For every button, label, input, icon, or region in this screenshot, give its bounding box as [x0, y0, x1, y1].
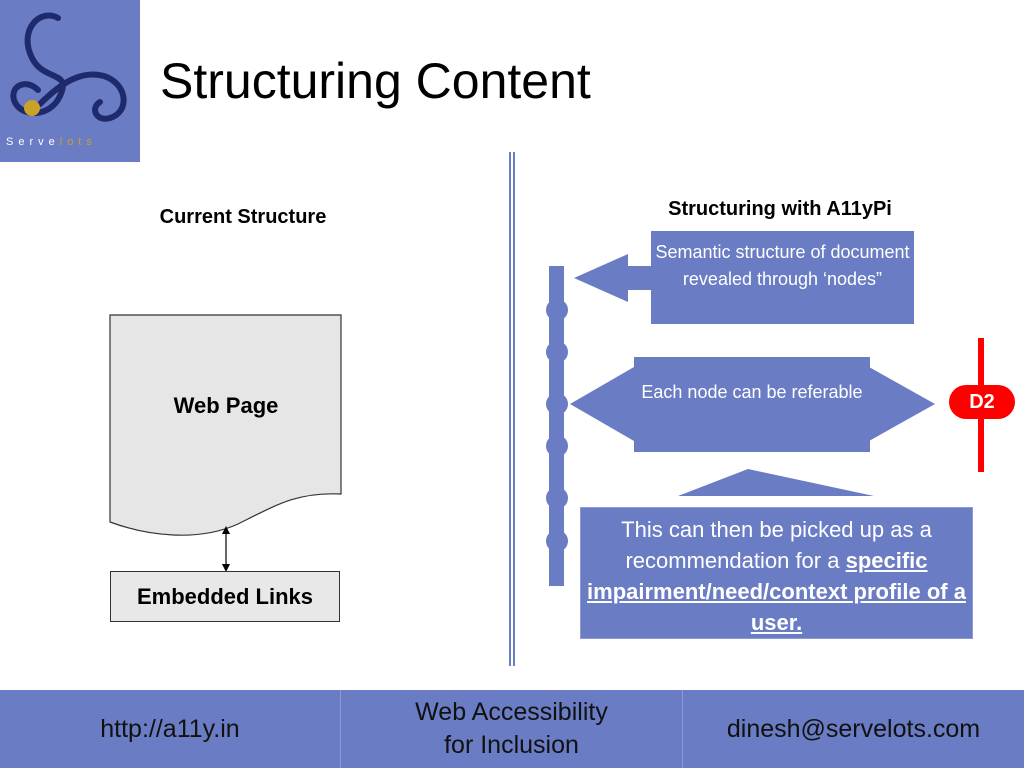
logo-swirl-icon: [10, 12, 127, 122]
node-structure-diagram: [546, 254, 984, 586]
current-structure-heading: Current Structure: [159, 206, 327, 228]
node-arrow-left: [570, 367, 634, 441]
structuring-with-a11ypi-heading: Structuring with A11yPi: [668, 198, 892, 220]
footer-bar: http://a11y.in Web Accessibility for Inc…: [0, 690, 1024, 768]
recommendation-box: This can then be picked up as a recommen…: [580, 507, 973, 639]
footer-title-line1: Web Accessibility: [415, 698, 608, 726]
node-dot: [546, 435, 568, 457]
semantic-arrow-left: [574, 254, 652, 302]
web-page-document-shape: [109, 314, 342, 572]
node-arrow-right: [869, 367, 935, 441]
recommend-arrow-up: [678, 469, 874, 496]
semantic-structure-box: Semantic structure of document revealed …: [651, 231, 914, 324]
slide-title: Structuring Content: [160, 53, 591, 109]
node-dot: [546, 299, 568, 321]
footer-title-line2: for Inclusion: [444, 731, 579, 759]
node-dot: [546, 341, 568, 363]
recommendation-emphasis: specific impairment/need/context profile…: [587, 548, 966, 635]
footer-title: Web Accessibility for Inclusion: [341, 690, 683, 768]
footer-email[interactable]: dinesh@servelots.com: [726, 714, 981, 743]
servelots-logo: Servelots: [0, 0, 140, 162]
footer-url[interactable]: http://a11y.in: [0, 690, 341, 768]
node-dot: [546, 530, 568, 552]
node-dot: [546, 393, 568, 415]
column-divider: [509, 152, 515, 666]
logo-wordmark: Servelots: [6, 136, 97, 148]
node-dot: [546, 487, 568, 509]
node-referable-box: Each node can be referable: [634, 357, 870, 452]
d2-badge: D2: [949, 385, 1015, 419]
web-page-label: Web Page: [173, 393, 279, 418]
embedded-links-box: Embedded Links: [110, 571, 340, 622]
recommendation-text: This can then be picked up as a recommen…: [621, 517, 932, 573]
